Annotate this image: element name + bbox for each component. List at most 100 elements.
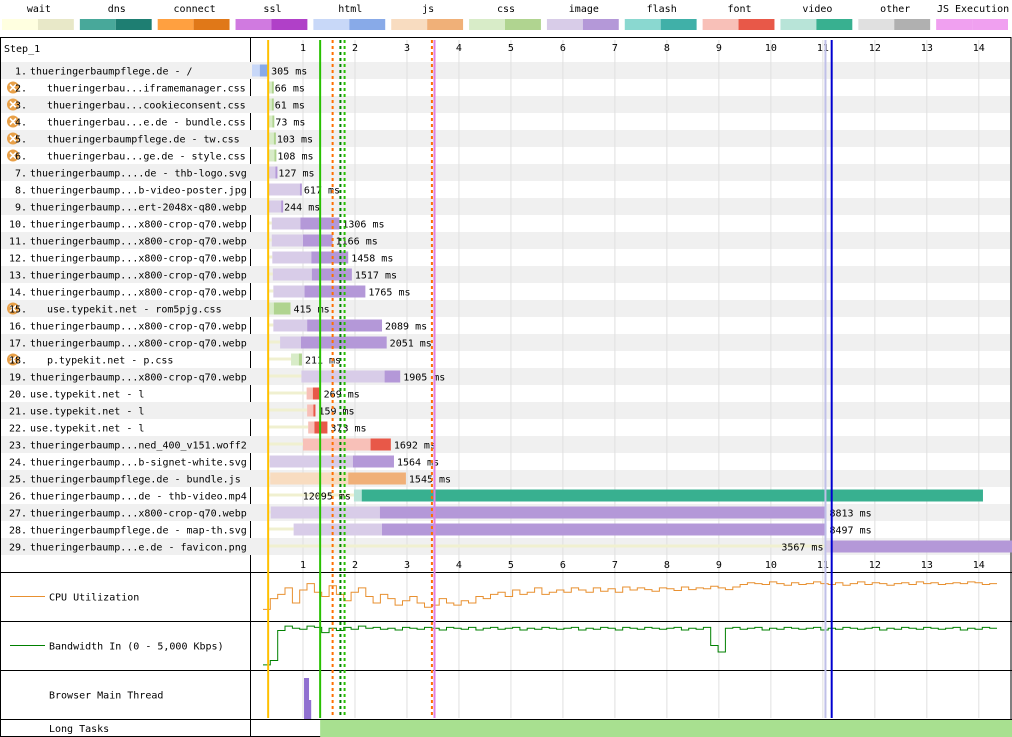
request-number: 29. (9, 543, 27, 554)
request-ttfb-bar (252, 64, 260, 77)
main-thread-spike (304, 678, 310, 719)
request-number: 11. (9, 237, 27, 248)
x-tick-label-bottom: 7 (612, 560, 618, 571)
row-stripe (1, 334, 1010, 351)
request-wait-bar (269, 391, 307, 395)
x-tick-label-bottom: 4 (456, 560, 462, 571)
legend-swatch-light-11 (780, 19, 817, 30)
request-number: 20. (9, 390, 27, 401)
x-tick-label-top: 11 (817, 43, 829, 54)
request-ttfb-bar (272, 268, 312, 281)
legend-label-1: wait (27, 4, 51, 15)
request-download-bar (273, 302, 291, 315)
request-wait-bar (269, 340, 281, 344)
render-blocking-cross (9, 134, 17, 143)
x-tick-label-bottom: 11 (817, 560, 829, 571)
request-duration-label: 3567 ms (781, 543, 823, 554)
request-duration-label: 12095 ms (303, 492, 351, 503)
request-wait-bar (269, 459, 270, 463)
request-url: thueringerbaump...x800-crop-q70.webp (30, 237, 247, 248)
legend-swatch-dark-13 (972, 19, 1008, 30)
request-number: 15. (9, 305, 27, 316)
request-duration-label: 103 ms (277, 135, 313, 146)
request-download-bar (312, 387, 321, 400)
request-duration-label: 1545 ms (409, 475, 451, 486)
request-url: thueringerbaump....de - thb-logo.svg (30, 169, 247, 180)
request-duration-label: 108 ms (277, 152, 313, 163)
request-ttfb-bar (293, 523, 383, 536)
request-ttfb-bar (273, 319, 308, 332)
request-number: 1. (15, 67, 27, 78)
request-url: thueringerbaump...de - thb-video.mp4 (30, 492, 247, 503)
request-duration-label: 1905 ms (403, 373, 445, 384)
legend-label-6: js (422, 4, 434, 15)
request-ttfb-bar (268, 302, 274, 315)
request-download-bar (271, 98, 274, 111)
row-stripe (1, 232, 1010, 249)
request-url: thueringerbaump...x800-crop-q70.webp (30, 322, 247, 333)
legend-swatch-dark-5 (349, 19, 386, 30)
request-ttfb-bar (826, 540, 832, 553)
legend-label-2: dns (108, 4, 126, 15)
request-download-bar (304, 285, 366, 298)
request-url: use.typekit.net - l (30, 407, 144, 418)
request-wait-bar (269, 493, 354, 497)
legend-swatch-light-12 (858, 19, 895, 30)
step-label: Step_1 (4, 44, 40, 55)
request-number: 6. (15, 152, 27, 163)
x-tick-label-bottom: 14 (973, 560, 985, 571)
request-number: 10. (9, 220, 27, 231)
render-blocking-cross (9, 355, 17, 364)
request-url: thueringerbaump...e.de - favicon.png (30, 543, 247, 554)
request-number: 5. (15, 135, 27, 146)
request-url: thueringerbaumpflege.de - map-th.svg (30, 526, 247, 537)
request-download-bar (259, 64, 269, 77)
request-url: thueringerbaump...x800-crop-q70.webp (30, 254, 247, 265)
request-url: thueringerbau...cookieconsent.css (47, 101, 246, 112)
request-duration-label: 8813 ms (829, 509, 871, 520)
x-tick-label-bottom: 3 (404, 560, 410, 571)
x-tick-label-bottom: 1 (300, 560, 306, 571)
x-tick-label-bottom: 9 (716, 560, 722, 571)
request-number: 17. (9, 339, 27, 350)
x-tick-label-top: 8 (664, 43, 670, 54)
request-duration-label: 269 ms (324, 390, 360, 401)
request-download-bar (307, 319, 383, 332)
legend-swatch-light-1 (2, 19, 38, 30)
request-duration-label: 159 ms (318, 407, 354, 418)
request-ttfb-bar (270, 506, 380, 519)
legend-label-5: html (338, 4, 362, 15)
request-wait-bar (269, 544, 827, 548)
row-stripe (1, 96, 1010, 113)
request-download-bar (274, 149, 277, 162)
request-download-bar (348, 472, 406, 485)
legend-label-10: font (727, 4, 751, 15)
request-download-bar (361, 489, 983, 502)
legend-label-3: connect (174, 4, 216, 15)
x-tick-label-top: 7 (612, 43, 618, 54)
legend-swatch-dark-9 (660, 19, 697, 30)
request-number: 8. (15, 186, 27, 197)
x-tick-label-bottom: 6 (560, 560, 566, 571)
request-wait-bar (269, 476, 271, 480)
request-wait-bar (269, 357, 292, 361)
request-url: use.typekit.net - l (30, 390, 144, 401)
request-wait-bar (269, 442, 303, 446)
request-wait-bar (269, 238, 272, 242)
request-number: 23. (9, 441, 27, 452)
request-number: 4. (15, 118, 27, 129)
request-download-bar (311, 251, 349, 264)
request-download-bar (272, 115, 275, 128)
request-duration-label: 373 ms (330, 424, 366, 435)
x-tick-label-top: 10 (765, 43, 777, 54)
request-wait-bar (269, 323, 274, 327)
request-duration-label: 66 ms (275, 84, 305, 95)
request-ttfb-bar (306, 387, 313, 400)
request-download-bar (271, 81, 274, 94)
request-duration-label: 1166 ms (336, 237, 378, 248)
request-ttfb-bar (269, 455, 353, 468)
x-tick-label-bottom: 12 (869, 560, 881, 571)
request-url: thueringerbaump...x800-crop-q70.webp (30, 339, 247, 350)
x-tick-label-top: 12 (869, 43, 881, 54)
request-download-bar (370, 438, 391, 451)
